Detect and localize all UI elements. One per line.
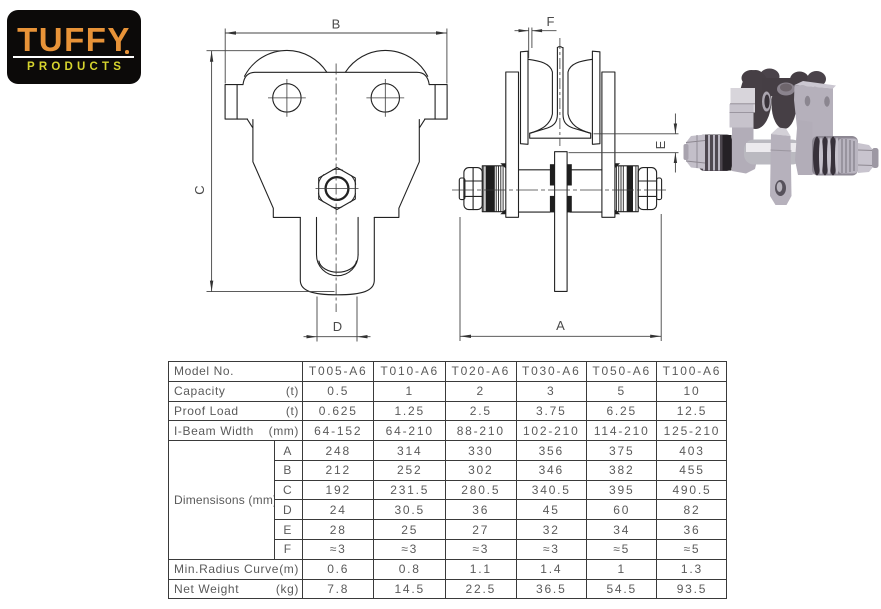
svg-text:C: C <box>192 185 207 194</box>
svg-text:D: D <box>333 319 342 334</box>
svg-text:F: F <box>547 14 555 29</box>
svg-text:A: A <box>556 318 565 333</box>
svg-text:E: E <box>653 140 668 149</box>
svg-text:B: B <box>332 17 341 32</box>
